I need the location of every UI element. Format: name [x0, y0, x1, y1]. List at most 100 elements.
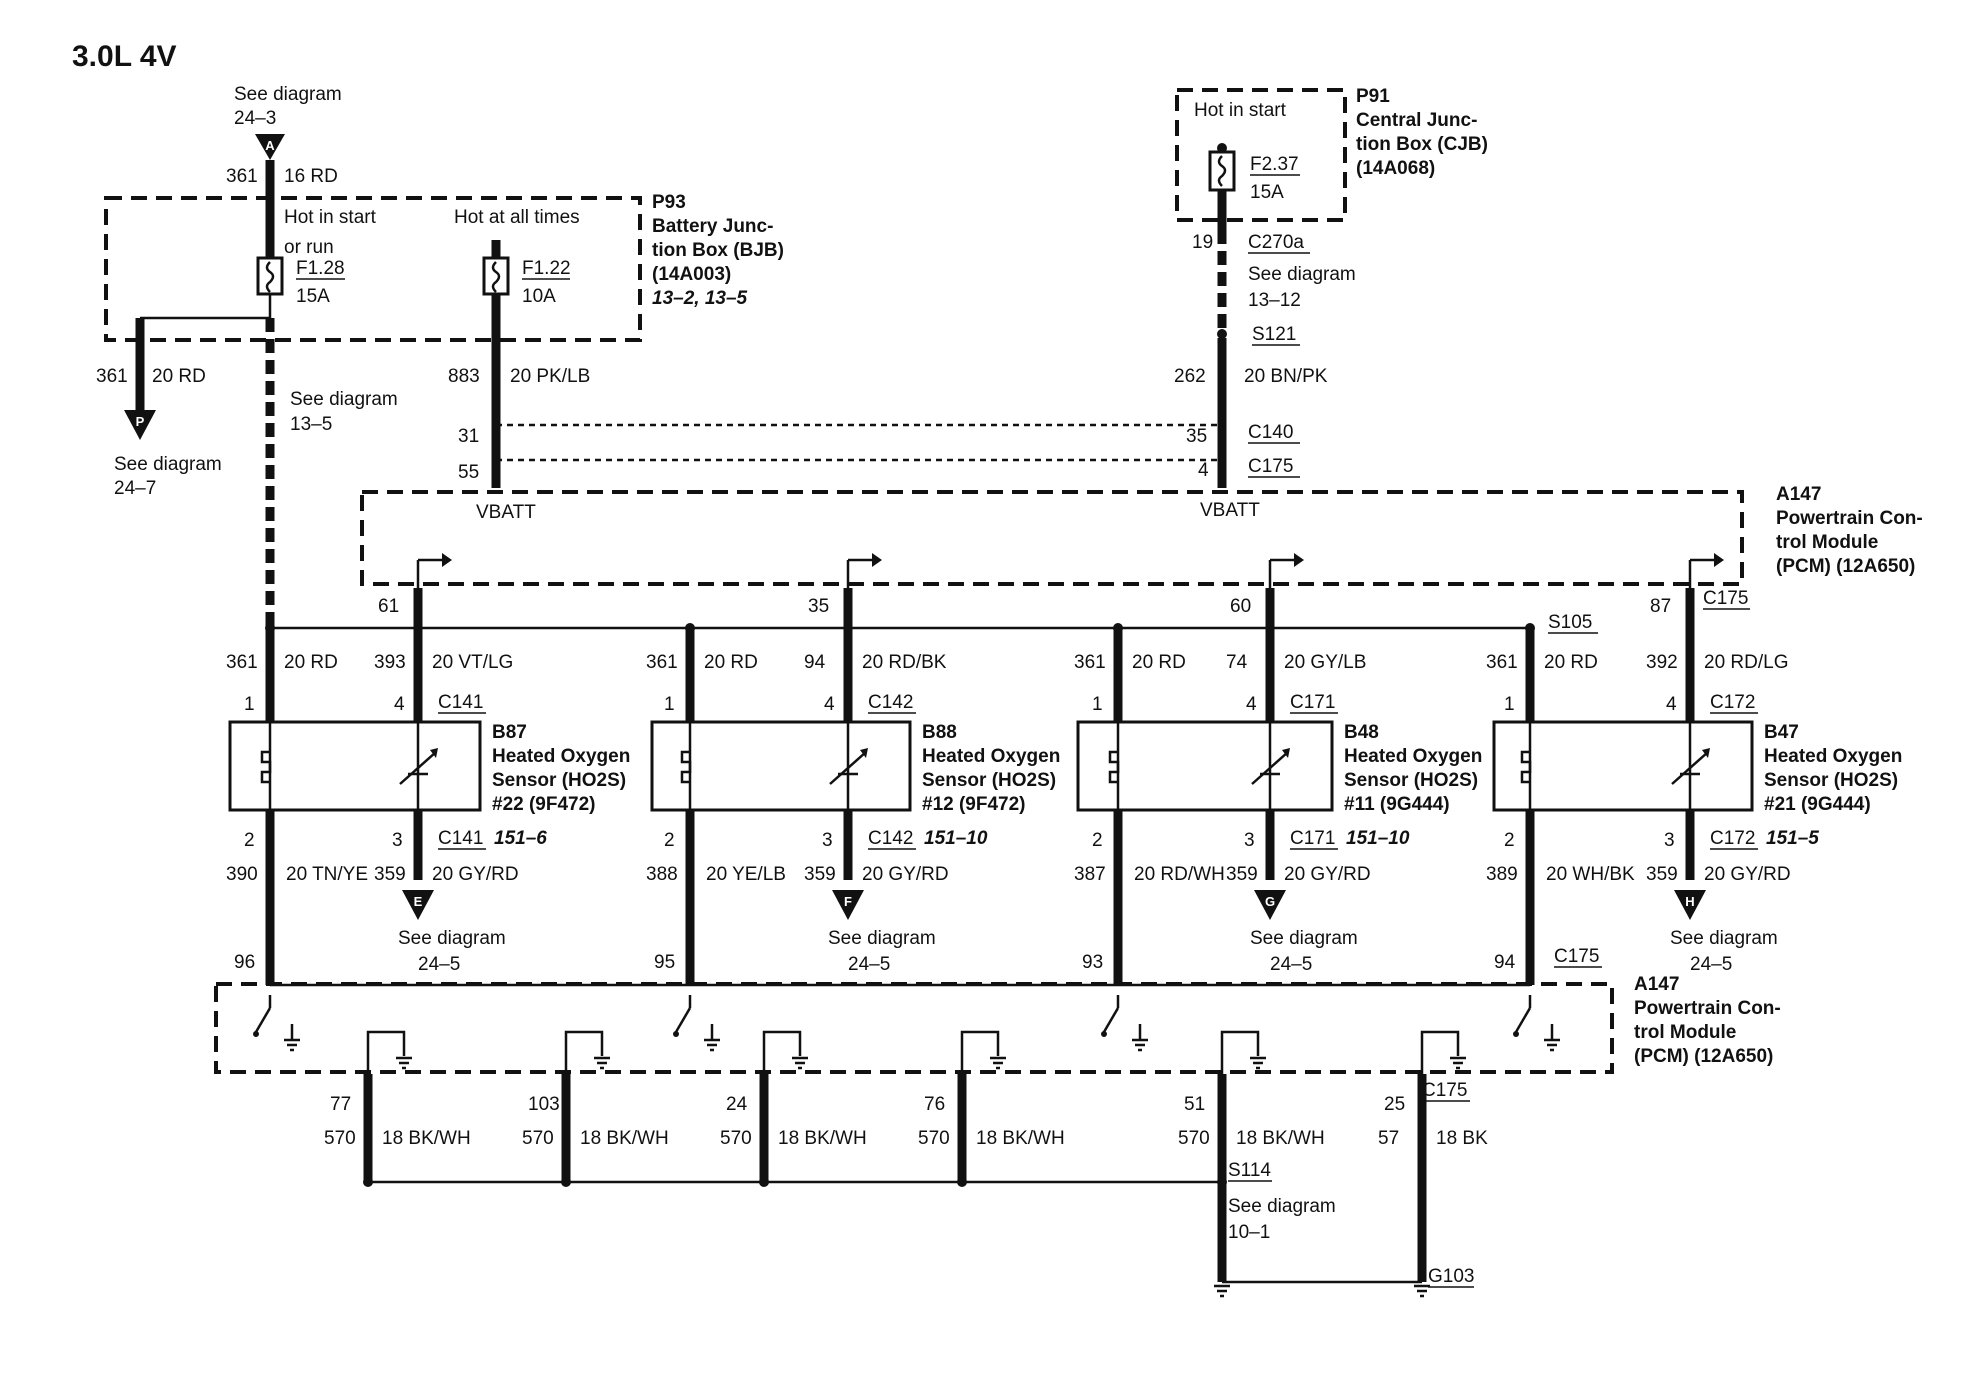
- pin-number: 1: [1092, 694, 1103, 715]
- heater-element-icon: [260, 750, 272, 784]
- ground-icon: [284, 1038, 300, 1052]
- ground-icon: [1414, 1284, 1430, 1298]
- circuit-number: 392: [1646, 652, 1678, 673]
- circuit-number: 570: [720, 1128, 752, 1149]
- circuit-number: 388: [646, 864, 678, 885]
- pin-number: 3: [822, 830, 833, 851]
- pcm-ground-trace: [1420, 1030, 1460, 1074]
- fuse-f128-id: F1.28: [296, 258, 345, 279]
- pcm-pin: 93: [1082, 952, 1103, 973]
- connector-letter: G: [1265, 894, 1275, 909]
- variable-sensor-icon: [399, 751, 437, 785]
- see-diagram-ref: 10–1: [1228, 1222, 1270, 1243]
- see-diagram-label: See diagram: [234, 84, 342, 105]
- signal-ref-icon: [872, 553, 882, 567]
- see-diagram-ref: 13–5: [290, 414, 332, 435]
- page-ref: 151–6: [494, 828, 547, 849]
- circuit-number: 359: [374, 864, 406, 885]
- circuit-number: 361: [1486, 652, 1518, 673]
- wire-color: 20 GY/RD: [862, 864, 949, 885]
- sensor-box: [1076, 720, 1334, 812]
- circuit-number: 390: [226, 864, 258, 885]
- sensor-name-line2: Sensor (HO2S): [492, 770, 626, 791]
- wire-color: 20 RD/BK: [862, 652, 947, 673]
- pin-number: 2: [664, 830, 675, 851]
- variable-sensor-icon: [1671, 751, 1709, 785]
- pcm-name-line3: (PCM) (12A650): [1776, 556, 1915, 577]
- pcm-pin: 95: [654, 952, 675, 973]
- wire-color: 20 RD: [284, 652, 338, 673]
- connector-letter: H: [1685, 894, 1694, 909]
- see-diagram-ref: 24–5: [418, 954, 460, 975]
- circuit-number: 359: [1646, 864, 1678, 885]
- diagram-title: 3.0L 4V: [72, 40, 177, 73]
- see-diagram-ref: 13–12: [1248, 290, 1301, 311]
- wire-color: 20 WH/BK: [1546, 864, 1635, 885]
- connector-c175-lower: C175: [1554, 946, 1599, 967]
- sensor-name-line3: #11 (9G444): [1344, 794, 1450, 815]
- circuit-number: 359: [804, 864, 836, 885]
- vbatt-label: VBATT: [1200, 500, 1260, 521]
- wire-color: 20 RD: [1132, 652, 1186, 673]
- circuit-number: 570: [1178, 1128, 1210, 1149]
- ground-icon: [704, 1038, 720, 1052]
- pin-number: 4: [1198, 460, 1209, 481]
- splice-s114: S114: [1228, 1160, 1271, 1181]
- fuse-f128-amp: 15A: [296, 286, 330, 307]
- heater-element-icon: [680, 750, 692, 784]
- see-diagram-label: See diagram: [1670, 928, 1778, 949]
- pin-number: 1: [244, 694, 255, 715]
- splice-dot: [1217, 329, 1227, 339]
- pcm-lower-box: [214, 982, 1614, 1074]
- pin-number: 4: [1666, 694, 1677, 715]
- pcm-pin: 94: [1494, 952, 1516, 973]
- ground-icon: [1250, 1056, 1266, 1070]
- wire-color: 16 RD: [284, 166, 338, 187]
- pcm-pin: 25: [1384, 1094, 1405, 1115]
- or-run-label: or run: [284, 237, 334, 258]
- pcm-pin: 51: [1184, 1094, 1205, 1115]
- splice-s105: S105: [1548, 612, 1592, 633]
- page-ref: 151–10: [1346, 828, 1410, 849]
- wire-color: 20 GY/RD: [1704, 864, 1791, 885]
- see-diagram-ref: 24–5: [848, 954, 890, 975]
- pcm-ground-trace: [1220, 1030, 1260, 1074]
- pcm-name-line3: (PCM) (12A650): [1634, 1046, 1773, 1067]
- pcm-ground-trace: [960, 1030, 1000, 1074]
- pcm-pin: 87: [1650, 596, 1671, 617]
- sensor-name-line2: Sensor (HO2S): [1344, 770, 1478, 791]
- vbatt-label: VBATT: [476, 502, 536, 523]
- wire-color: 20 YE/LB: [706, 864, 786, 885]
- wire-color: 20 GY/RD: [432, 864, 519, 885]
- signal-ref-icon: [1294, 553, 1304, 567]
- sensor-box: [650, 720, 912, 812]
- pcm-pin: 96: [234, 952, 255, 973]
- pin-number: 4: [1246, 694, 1257, 715]
- see-diagram-label: See diagram: [398, 928, 506, 949]
- circuit-number: 74: [1226, 652, 1248, 673]
- circuit-number: 883: [448, 366, 480, 387]
- page-ref: 151–5: [1766, 828, 1819, 849]
- sensor-name-line1: Heated Oxygen: [1764, 746, 1902, 767]
- fuse-element-icon: [491, 261, 501, 293]
- switch-icon: [1102, 1007, 1120, 1033]
- cjb-hot-label: Hot in start: [1194, 100, 1287, 121]
- switch-icon: [1514, 1007, 1532, 1033]
- bjb-part: (14A003): [652, 264, 731, 285]
- connector-arrow-a: [255, 134, 285, 160]
- see-diagram-label: See diagram: [290, 389, 398, 410]
- connector-c175-ground: C175: [1422, 1080, 1467, 1101]
- see-diagram-ref: 24–5: [1690, 954, 1732, 975]
- pcm-pin: 103: [528, 1094, 560, 1115]
- pin-number: 19: [1192, 232, 1213, 253]
- pcm-ground-trace: [366, 1030, 406, 1074]
- circuit-number: 361: [96, 366, 128, 387]
- sensor-name-line2: Sensor (HO2S): [1764, 770, 1898, 791]
- circuit-number: 57: [1378, 1128, 1399, 1149]
- pin-number: 1: [664, 694, 675, 715]
- connector-label: C171: [1290, 692, 1335, 713]
- wire-color: 20 PK/LB: [510, 366, 590, 387]
- see-diagram-label: See diagram: [114, 454, 222, 475]
- wire-color: 20 RD/LG: [1704, 652, 1788, 673]
